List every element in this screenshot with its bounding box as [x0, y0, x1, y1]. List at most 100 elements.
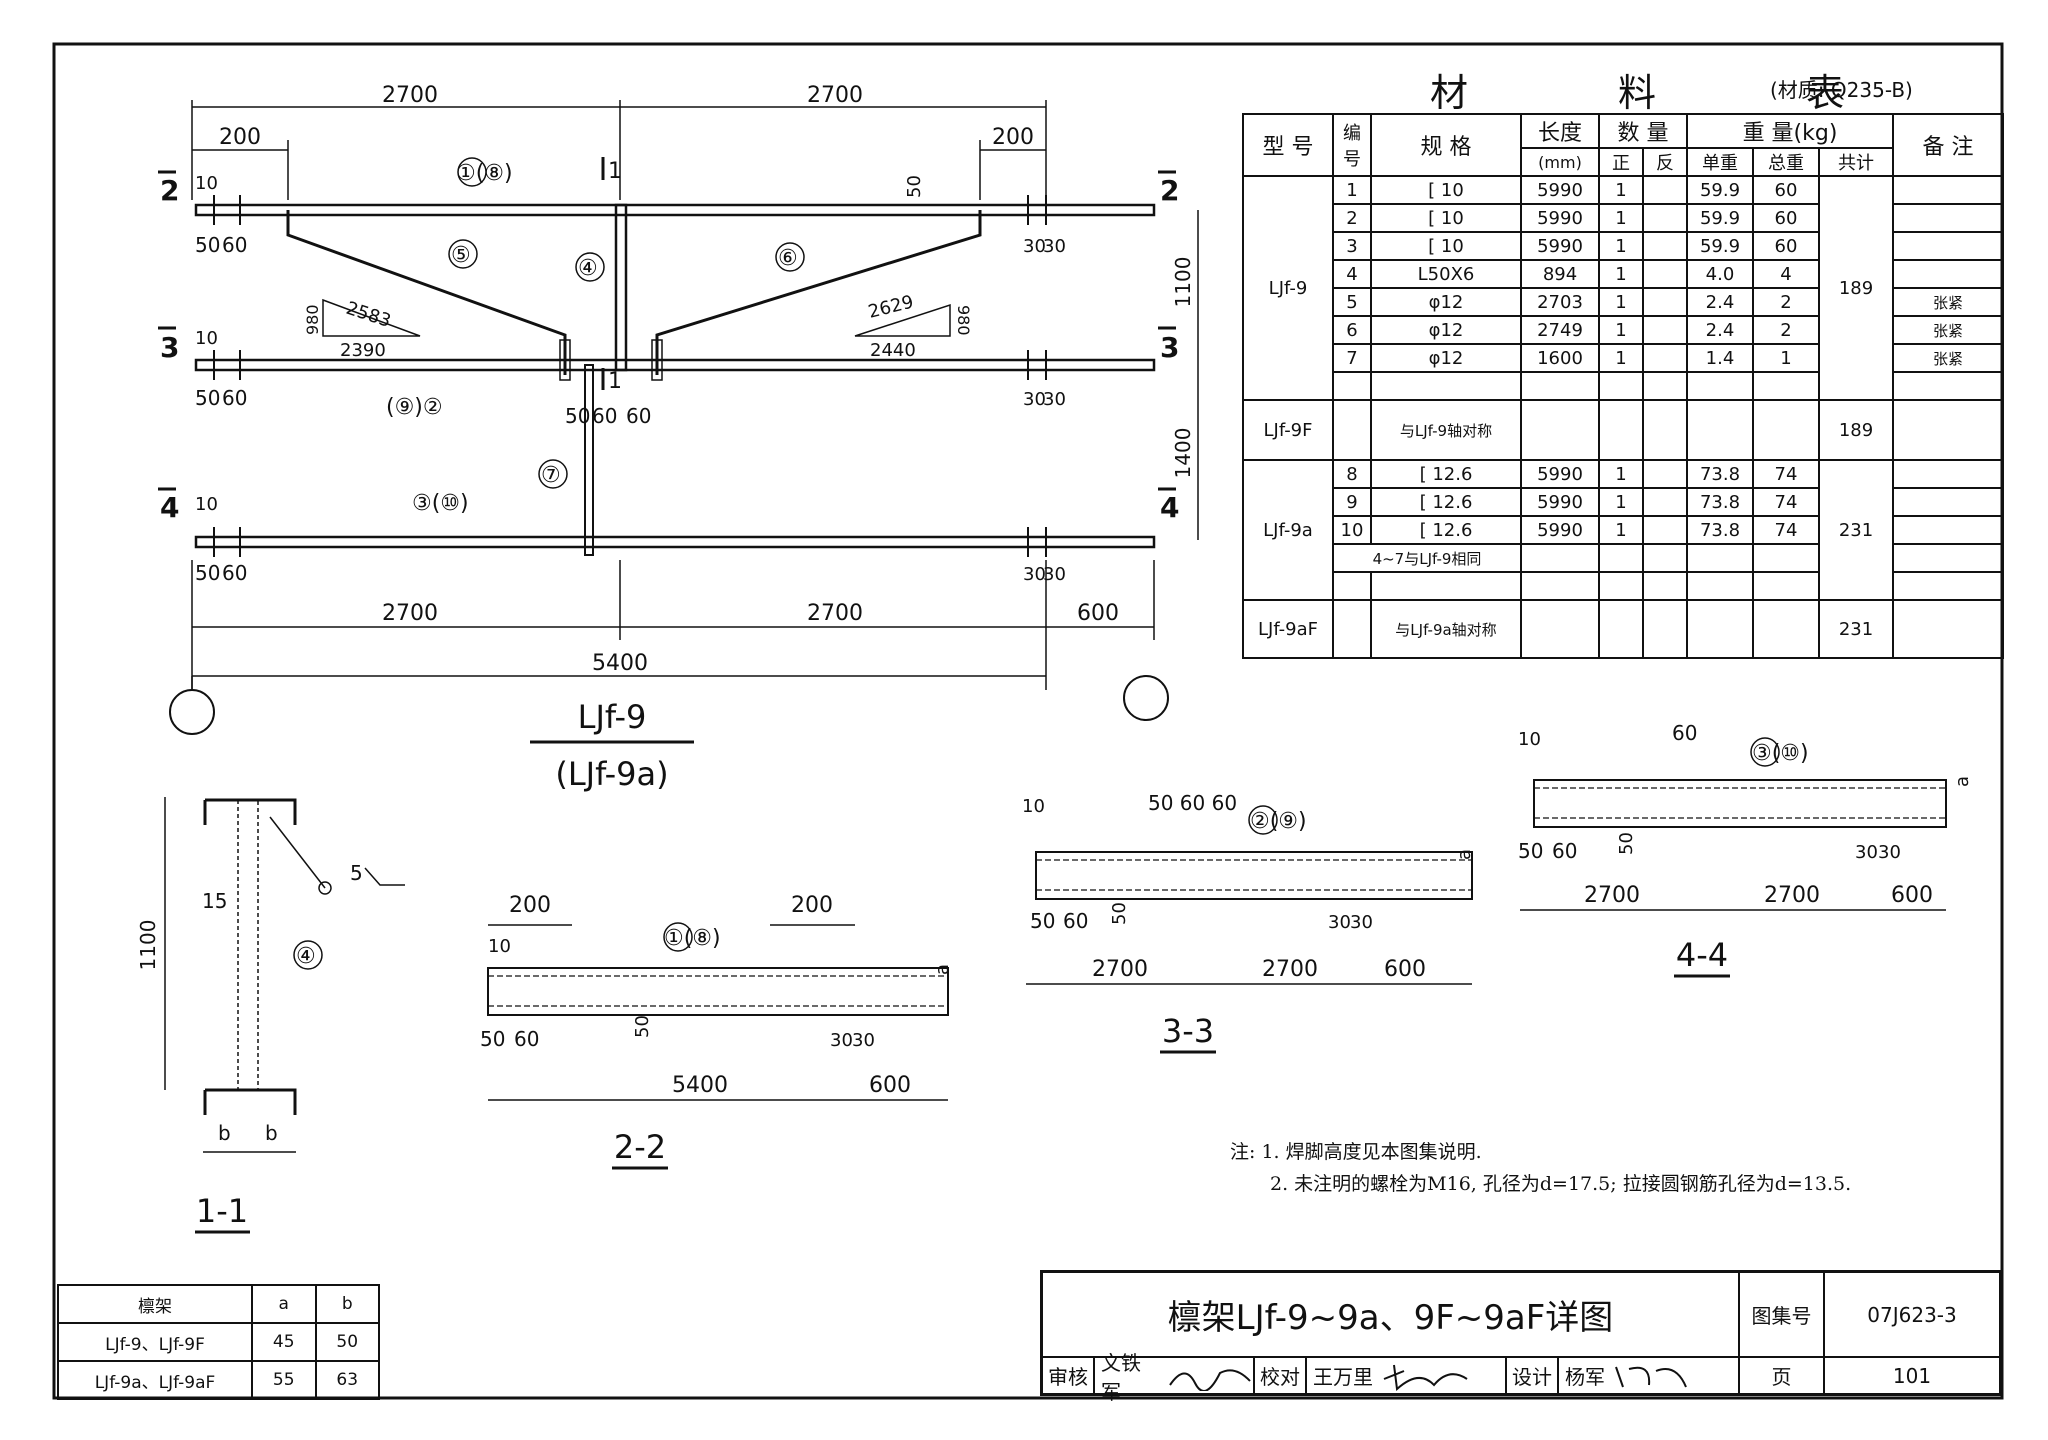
notes: 注: 1. 焊脚高度见本图集说明. 2. 未注明的螺栓为M16, 孔径为d=17… — [1230, 1136, 1851, 1200]
s44-a: a — [1952, 776, 1973, 787]
cell-qty: 1 — [1598, 343, 1644, 373]
cell-empty — [1520, 571, 1600, 601]
mark-2-left: 2 — [160, 174, 179, 207]
s33-a: a — [1454, 849, 1475, 860]
cell-remark — [1892, 515, 2004, 545]
cell-remark: 张紧 — [1892, 315, 2004, 345]
hdr-sum: 共计 — [1818, 147, 1894, 177]
cell-empty — [1892, 571, 2004, 601]
cell-empty — [1892, 399, 2004, 461]
cell-total: 4 — [1752, 259, 1820, 289]
cell-len: 5990 — [1520, 231, 1600, 261]
s33-d2700b: 2700 — [1262, 957, 1318, 982]
cell-qty-neg — [1642, 287, 1688, 317]
s11-b2: b — [265, 1121, 278, 1145]
dim-200-right: 200 — [992, 125, 1034, 150]
s44-d50v: 50 — [1616, 832, 1637, 855]
cell-empty — [1686, 371, 1754, 401]
ab-cell: 63 — [314, 1360, 380, 1400]
cell-empty — [1686, 571, 1754, 601]
cell-total: 2 — [1752, 287, 1820, 317]
hdr-spec: 规 格 — [1370, 113, 1522, 177]
cell-total: 60 — [1752, 175, 1820, 205]
review-label: 审核 — [1043, 1358, 1095, 1393]
s33-label: 3-3 — [1162, 1012, 1214, 1050]
s22-d200-right: 200 — [791, 893, 833, 918]
cell-unit: 73.8 — [1686, 459, 1754, 489]
cell-spec: [ 10 — [1370, 231, 1522, 261]
cell-len: 1600 — [1520, 343, 1600, 373]
part-label-3: ③(⑩) — [412, 491, 469, 516]
cell-spec: [ 10 — [1370, 175, 1522, 205]
cell-len: 894 — [1520, 259, 1600, 289]
s44-d2700b: 2700 — [1764, 883, 1820, 908]
cell-empty — [1598, 543, 1644, 573]
ab-hdr-b: b — [314, 1284, 380, 1324]
table-row: 5 φ12 2703 1 2.4 2 张紧 — [1243, 287, 2004, 317]
ab-cell: 45 — [251, 1322, 317, 1362]
part-label-1: ①(⑧) — [456, 161, 513, 186]
dim-60-a: 60 — [222, 233, 247, 257]
dim-50-diag: 50 — [904, 175, 925, 198]
dim-30-b1: 30 — [1023, 389, 1046, 410]
dim-60-mid2: 60 — [626, 404, 651, 428]
dim-50-c: 50 — [195, 561, 220, 585]
cell-no: 2 — [1332, 203, 1372, 233]
hdr-qty: 数 量 — [1598, 113, 1688, 149]
cell-spec: [ 12.6 — [1370, 459, 1522, 489]
group-sum: 189 — [1818, 175, 1894, 401]
cell-empty — [1686, 599, 1754, 659]
table-row: 10 [ 12.6 5990 1 73.8 74 — [1243, 515, 2004, 545]
cell-total: 1 — [1752, 343, 1820, 373]
cell-empty — [1642, 399, 1688, 461]
table-row: 2 [ 10 5990 1 59.9 60 — [1243, 203, 2004, 233]
dim-50-mid: 50 — [565, 404, 590, 428]
cell-qty-neg — [1642, 315, 1688, 345]
cell-qty: 1 — [1598, 203, 1644, 233]
s44-d60b: 60 — [1552, 839, 1577, 863]
table-row: LJf-9a 8 [ 12.6 5990 1 73.8 74 231 — [1242, 459, 2004, 601]
designer-signature — [1615, 1366, 1687, 1387]
cell-qty: 1 — [1598, 515, 1644, 545]
s22-d60: 60 — [514, 1027, 539, 1051]
cell-total: 74 — [1752, 515, 1820, 545]
cell-empty — [1332, 371, 1372, 401]
dim-60-c: 60 — [222, 561, 247, 585]
atlas-label-text: 图集号 — [1751, 1304, 1812, 1328]
s22-label: 2-2 — [614, 1128, 666, 1166]
dim-bottom-left: 2700 — [382, 601, 438, 626]
material-table: 型 号 编号 规 格 长度 数 量 重 量(kg) 备 注 (mm) 正 反 单… — [1242, 113, 2004, 659]
ab-hdr-a: a — [251, 1284, 317, 1324]
tri-right-height: 980 — [954, 305, 973, 336]
s22-d600: 600 — [869, 1073, 911, 1098]
material-title: 材料表 — [1430, 71, 1995, 115]
table-row: 4~7与LJf-9相同 — [1243, 543, 2004, 573]
cell-len: 5990 — [1520, 487, 1600, 517]
cell-spec: [ 12.6 — [1370, 515, 1522, 545]
cell-empty — [1642, 599, 1688, 659]
material-table-title: 材料表 (材质: Q235-B) — [1250, 58, 2010, 118]
hdr-unit-weight: 单重 — [1686, 147, 1754, 177]
dim-60-b: 60 — [222, 386, 247, 410]
cell-empty — [1598, 371, 1644, 401]
s44-label: 4-4 — [1676, 936, 1728, 974]
checker-text: 王万里 — [1313, 1365, 1373, 1389]
drawing-title: 檩架LJf-9~9a、9F~9aF详图 — [1043, 1273, 1740, 1358]
cell-qty-neg — [1642, 203, 1688, 233]
cell-spec: φ12 — [1370, 287, 1522, 317]
atlas-no-text: 07J623-3 — [1867, 1302, 1957, 1327]
s22-d200-left: 200 — [509, 893, 551, 918]
cell-empty — [1370, 571, 1522, 601]
cell-spec: φ12 — [1370, 315, 1522, 345]
mark-3-left: 3 — [160, 331, 179, 364]
part-label-2: (⑨)② — [386, 395, 443, 420]
hdr-qty-neg: 反 — [1642, 147, 1688, 177]
cell-empty — [1520, 599, 1600, 659]
cell-unit: 4.0 — [1686, 259, 1754, 289]
cell-unit: 73.8 — [1686, 487, 1754, 517]
table-row: LJf-9、LJf-9F 45 50 — [57, 1322, 380, 1362]
axis-circle-left — [169, 689, 215, 735]
cell-qty: 1 — [1598, 231, 1644, 261]
mark-4-left: 4 — [160, 491, 179, 524]
cell-unit: 59.9 — [1686, 175, 1754, 205]
